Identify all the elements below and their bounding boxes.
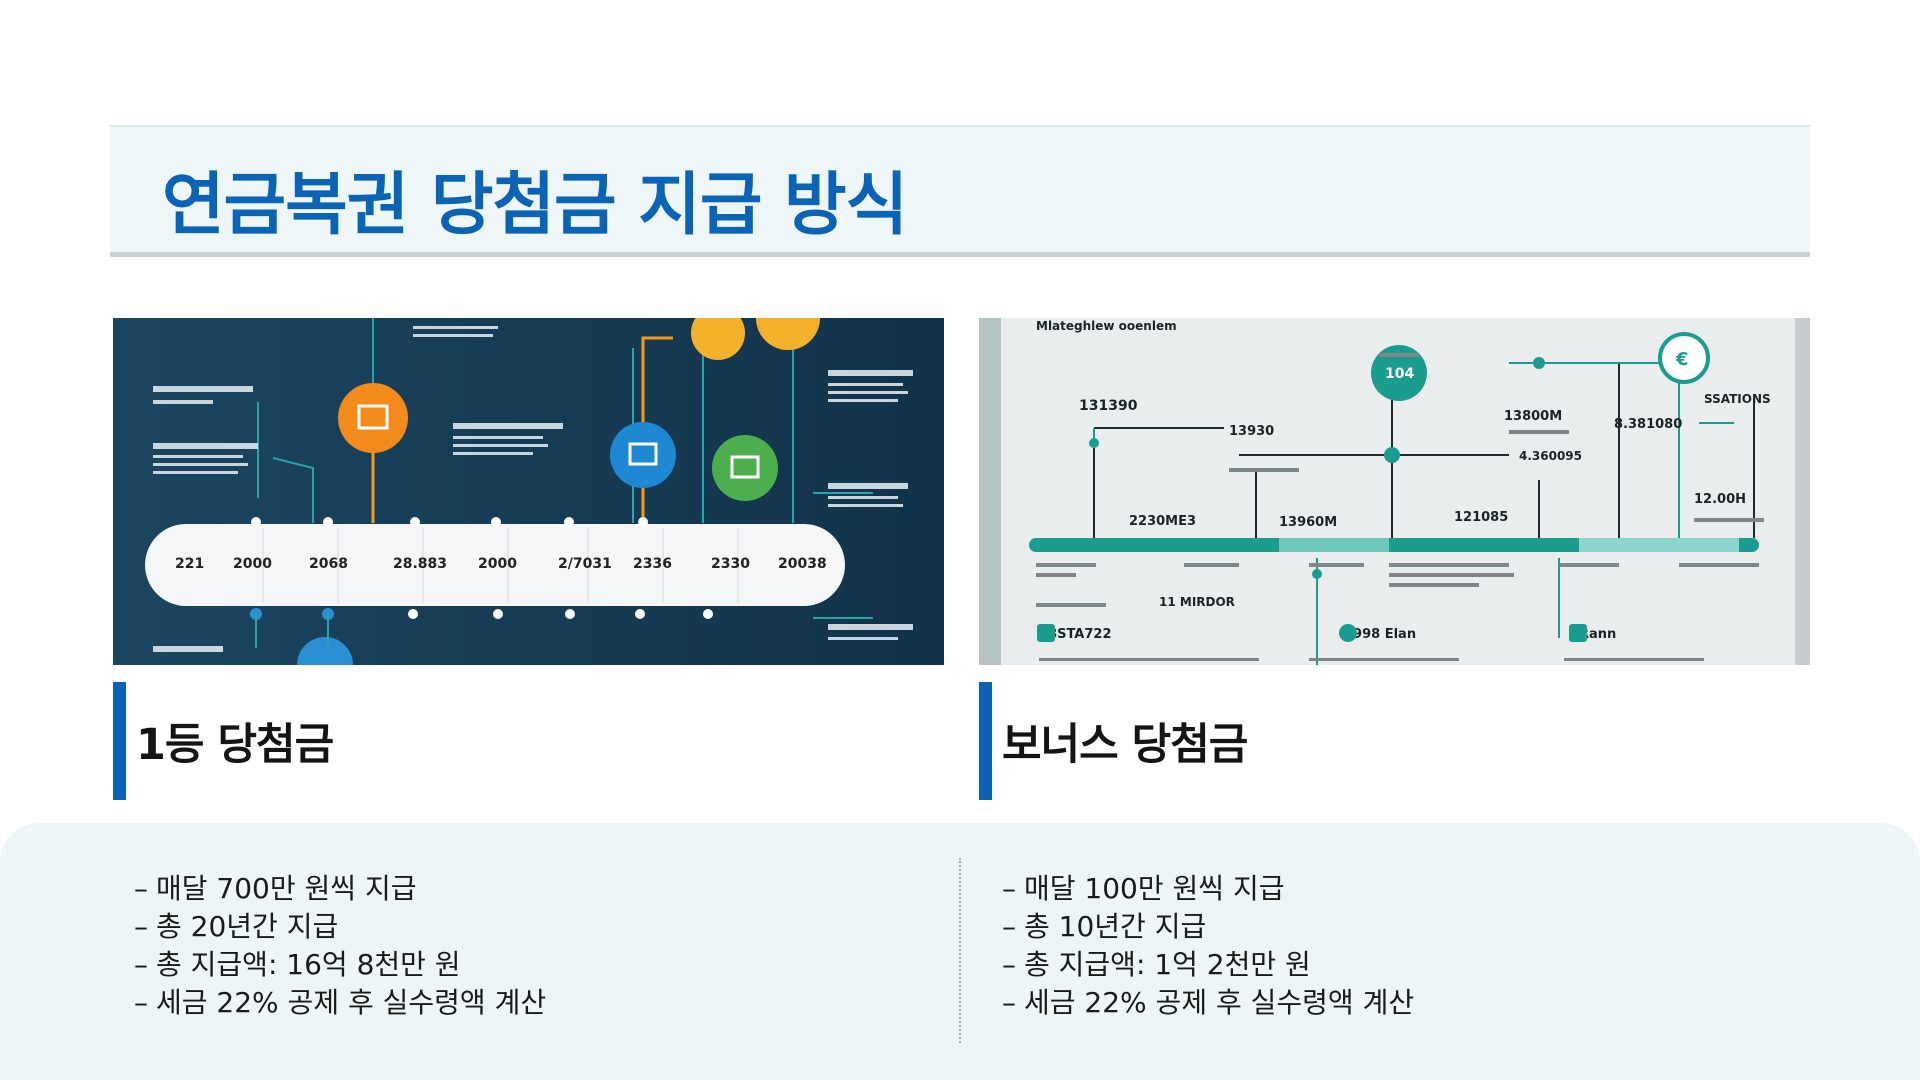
svg-text:€: € bbox=[1675, 349, 1689, 370]
svg-text:88STA722: 88STA722 bbox=[1039, 627, 1112, 642]
list-item: –총 20년간 지급 bbox=[134, 910, 339, 943]
list-item: –매달 100만 원씩 지급 bbox=[1002, 872, 1285, 905]
page-title: 연금복권 당첨금 지급 방식 bbox=[162, 166, 908, 245]
svg-text:28.883: 28.883 bbox=[393, 556, 447, 572]
svg-text:2336: 2336 bbox=[633, 556, 672, 572]
svg-text:Mlateghlew ooenlem: Mlateghlew ooenlem bbox=[1036, 319, 1177, 333]
svg-text:1998 Elan: 1998 Elan bbox=[1344, 627, 1416, 642]
svg-text:13930: 13930 bbox=[1229, 424, 1274, 439]
svg-text:11 MIRDOR: 11 MIRDOR bbox=[1159, 595, 1235, 609]
first-prize-heading: 1등 당첨금 bbox=[113, 682, 673, 800]
diagram-infographic-image: € 104 Mlateghlew ooenlem 131390 13930 22… bbox=[979, 318, 1810, 665]
list-item: –세금 22% 공제 후 실수령액 계산 bbox=[134, 986, 547, 1019]
svg-text:20038: 20038 bbox=[778, 556, 827, 572]
list-item: –세금 22% 공제 후 실수령액 계산 bbox=[1002, 986, 1415, 1019]
list-item: –총 지급액: 16억 8천만 원 bbox=[134, 948, 461, 981]
timeline-infographic-graphic: 221 2000 2068 28.883 2000 2/7031 2336 23… bbox=[113, 318, 944, 665]
svg-text:221: 221 bbox=[175, 556, 204, 572]
bonus-prize-heading: 보너스 당첨금 bbox=[979, 682, 1539, 800]
column-divider bbox=[959, 858, 961, 1043]
svg-text:2068: 2068 bbox=[309, 556, 348, 572]
diagram-infographic-graphic: € 104 Mlateghlew ooenlem 131390 13930 22… bbox=[979, 318, 1810, 665]
svg-text:2000: 2000 bbox=[233, 556, 272, 572]
svg-text:104: 104 bbox=[1385, 366, 1414, 382]
svg-text:8.381080: 8.381080 bbox=[1614, 417, 1682, 432]
svg-text:2230ME3: 2230ME3 bbox=[1129, 514, 1196, 529]
list-item: –매달 700만 원씩 지급 bbox=[134, 872, 417, 905]
bonus-prize-details: –매달 100만 원씩 지급 –총 10년간 지급 –총 지급액: 1억 2천만… bbox=[1002, 870, 1414, 1022]
svg-text:131390: 131390 bbox=[1079, 398, 1138, 414]
bonus-prize-heading-text: 보너스 당첨금 bbox=[1002, 720, 1248, 770]
svg-text:13800M: 13800M bbox=[1504, 409, 1562, 424]
svg-text:4.360095: 4.360095 bbox=[1519, 449, 1582, 463]
svg-text:121085: 121085 bbox=[1454, 510, 1508, 525]
svg-text:12.00H: 12.00H bbox=[1694, 492, 1746, 507]
first-prize-details: –매달 700만 원씩 지급 –총 20년간 지급 –총 지급액: 16억 8천… bbox=[134, 870, 546, 1022]
list-item: –총 지급액: 1억 2천만 원 bbox=[1002, 948, 1311, 981]
svg-text:2/7031: 2/7031 bbox=[558, 556, 612, 572]
svg-text:13960M: 13960M bbox=[1279, 515, 1337, 530]
svg-text:2000: 2000 bbox=[478, 556, 517, 572]
first-prize-heading-text: 1등 당첨금 bbox=[136, 720, 334, 770]
svg-text:Rann: Rann bbox=[1579, 627, 1616, 642]
timeline-infographic-image: 221 2000 2068 28.883 2000 2/7031 2336 23… bbox=[113, 318, 944, 665]
list-item: –총 10년간 지급 bbox=[1002, 910, 1207, 943]
svg-text:2330: 2330 bbox=[711, 556, 750, 572]
title-band: 연금복권 당첨금 지급 방식 bbox=[110, 125, 1810, 257]
svg-text:SSATIONS: SSATIONS bbox=[1704, 392, 1771, 406]
